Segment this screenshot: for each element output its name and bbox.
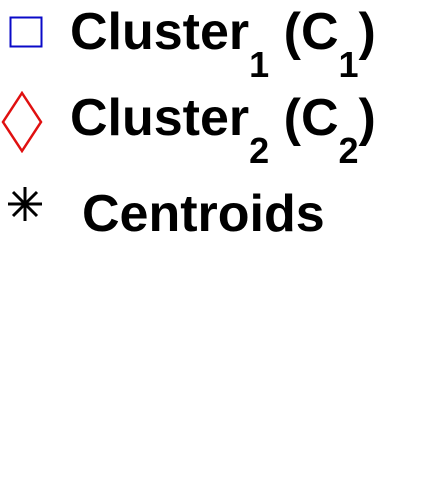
legend-label-cluster-2: Cluster2 (C2): [70, 89, 376, 169]
legend-entry-cluster-1: Cluster1 (C1): [0, 0, 440, 83]
legend-label-subscript: 1: [249, 44, 270, 85]
legend-label-paren: (C: [283, 89, 339, 147]
legend-label-paren-subscript: 2: [338, 130, 359, 171]
legend-label-paren-close: ): [358, 3, 376, 61]
legend-label-base: Centroids: [82, 185, 325, 243]
legend-entry-cluster-2: Cluster2 (C2): [0, 84, 440, 169]
legend-label-paren-subscript: 1: [338, 44, 359, 85]
star-marker-shape: [8, 187, 42, 221]
legend-label-base: Cluster: [70, 89, 250, 147]
legend-label-base: Cluster: [70, 3, 250, 61]
chart-legend: Cluster1 (C1) Cluster2 (C2) Centroids: [0, 0, 440, 250]
legend-label-subscript: 2: [249, 130, 270, 171]
diamond-marker-icon: [1, 91, 43, 153]
square-marker-shape: [9, 16, 43, 48]
legend-label-centroids: Centroids: [82, 188, 325, 240]
legend-label-cluster-1: Cluster1 (C1): [70, 3, 376, 83]
legend-label-paren-close: ): [358, 89, 376, 147]
star-marker-icon: [8, 187, 42, 221]
legend-label-paren: (C: [283, 3, 339, 61]
legend-entry-centroids: Centroids: [0, 180, 440, 250]
diamond-marker-shape: [1, 91, 43, 153]
square-marker-icon: [9, 16, 43, 48]
